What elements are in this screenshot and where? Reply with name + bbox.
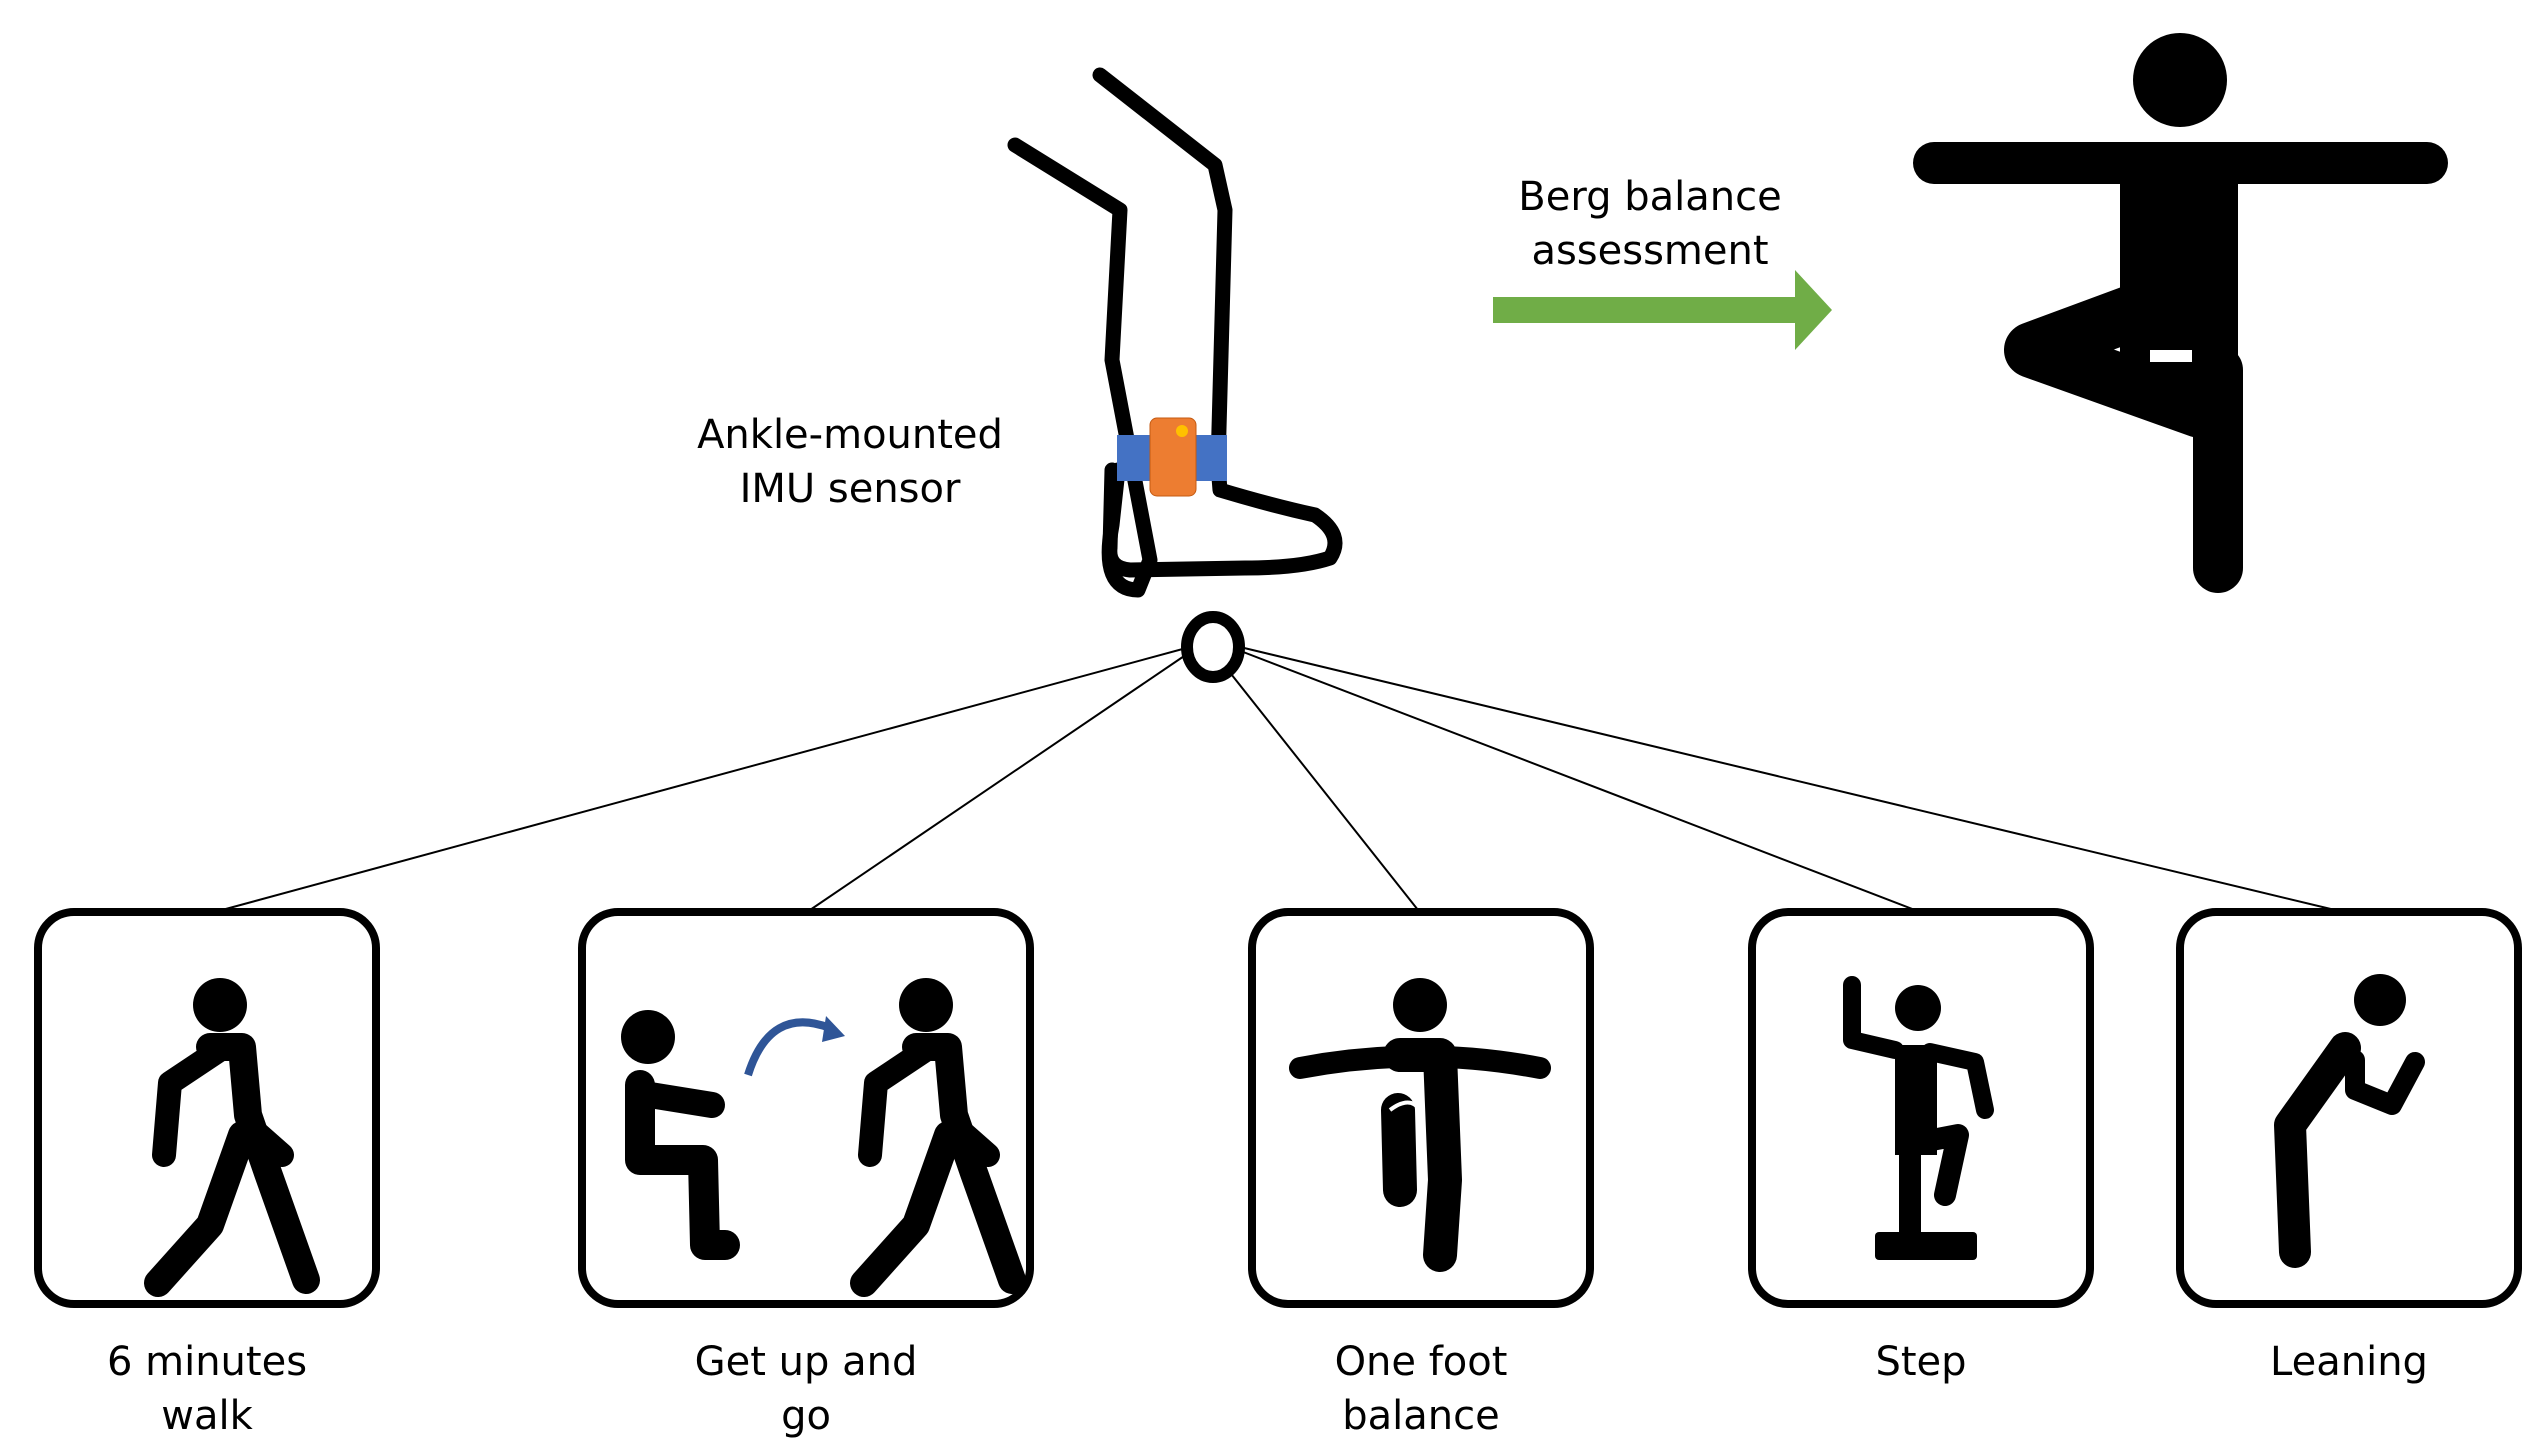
curved-arrow-icon <box>744 1018 832 1077</box>
connector-line <box>221 646 1191 911</box>
step-up-icon <box>1843 976 1994 1260</box>
imu-sensor <box>1149 417 1197 497</box>
sit-to-walk-icon <box>621 978 1012 1283</box>
balance-person-icon <box>1913 33 2448 593</box>
one-foot-stand-icon <box>1289 978 1551 1272</box>
connector-lines <box>221 646 2336 911</box>
task-label-leaning: Leaning <box>2270 1339 2428 1385</box>
arrow-icon <box>1493 270 1832 350</box>
ankle-leg-icon <box>1007 67 1343 598</box>
imu-led <box>1176 425 1188 437</box>
task-box-leaning <box>2176 908 2522 1308</box>
connector-line <box>809 649 1194 911</box>
task-label-step: Step <box>1875 1339 1967 1385</box>
connector-line <box>1219 659 1419 911</box>
sensor-node <box>1181 611 1245 683</box>
connector-line <box>1239 646 2336 911</box>
task-boxes <box>34 908 2522 1308</box>
leaning-person-icon <box>2274 974 2425 1268</box>
connector-line <box>1237 649 1916 911</box>
